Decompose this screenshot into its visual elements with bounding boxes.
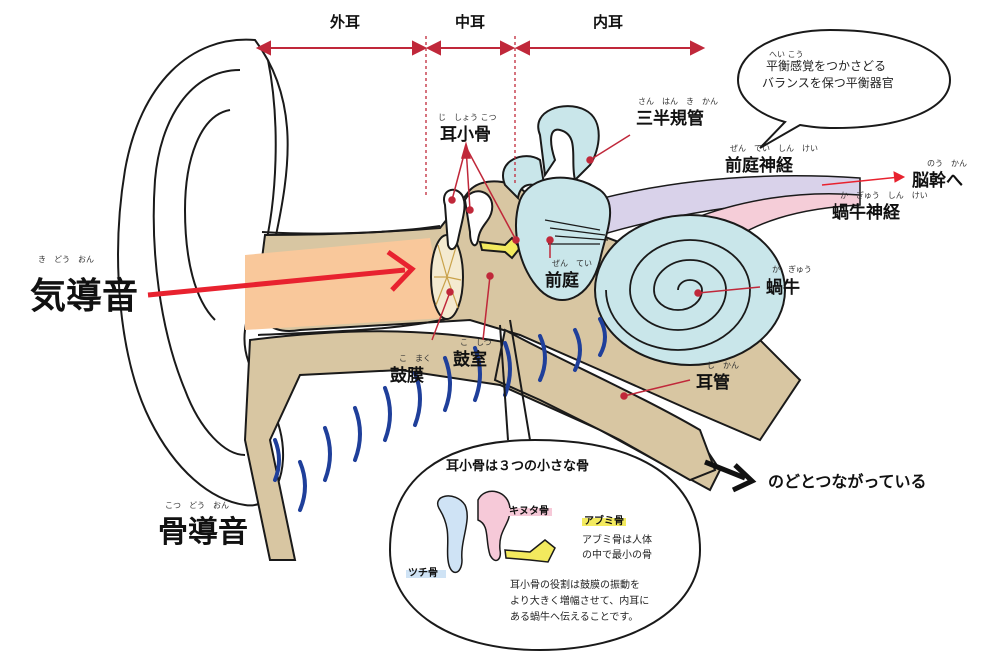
ossicles-in-ear (443, 188, 522, 260)
cochlear-nerve-ruby: か ぎゅう しん けい (840, 190, 928, 200)
speech-bubble (736, 28, 952, 149)
inner-ear (502, 105, 786, 366)
ossicles-inset (388, 319, 702, 652)
eardrum (430, 234, 464, 320)
eustachian-ruby: じ かん (707, 361, 739, 370)
vestibular-nerve-label: 前庭神経 (725, 155, 794, 176)
inset-stirrup-label: アブミ骨 (584, 514, 624, 527)
throat-arrow (704, 459, 757, 493)
ear-canal (245, 238, 445, 330)
brainstem-label: 脳幹へ (912, 170, 963, 191)
nerve-fibers (544, 219, 609, 245)
label-outer-ear: 外耳 (329, 13, 360, 31)
section-dividers (425, 36, 516, 195)
ossicles-ruby: じ しょう こつ (438, 113, 497, 122)
inset-stirrup-note-1: アブミ骨は人体 (582, 533, 652, 546)
inset-role-3: ある蝸牛へ伝えることです。 (510, 610, 638, 623)
bubble-line-1: 平衡感覚をつかさどる (766, 58, 886, 73)
eardrum-label: 鼓膜 (390, 365, 424, 386)
air-conduction-label: 気導音 (30, 276, 138, 317)
vestibule-ruby: ぜん てい (552, 259, 592, 268)
brainstem-arrow (821, 171, 906, 186)
inset-role-2: より大きく増幅させて、内耳に (510, 594, 649, 607)
semicircular-ruby: さん はん き かん (638, 97, 718, 106)
brainstem-ruby: のう かん (927, 159, 967, 168)
inset-title: 耳小骨は３つの小さな骨 (446, 459, 589, 474)
eustachian-label: 耳管 (696, 372, 730, 393)
vestibular-nerve-ruby: ぜん てい しん けい (730, 144, 818, 153)
throat-label: のどとつながっている (768, 472, 927, 491)
vestibule-label: 前庭 (545, 270, 579, 291)
tympanic-label: 鼓室 (453, 349, 487, 370)
tympanic-ruby: こ しつ (460, 338, 492, 347)
label-middle-ear: 中耳 (455, 13, 485, 31)
bone-conduction-waves (273, 317, 607, 512)
eardrum-ruby: こ まく (399, 354, 431, 363)
inset-hammer-label: ツチ骨 (408, 567, 438, 579)
cochlear-nerve-label: 蝸牛神経 (832, 202, 901, 223)
section-arrows (255, 40, 706, 56)
air-conduction-arrow (147, 249, 416, 298)
inset-stirrup-note-2: の中で最小の骨 (582, 548, 652, 561)
inset-anvil-label: キヌタ骨 (509, 505, 549, 517)
label-inner-ear: 内耳 (593, 13, 623, 31)
bubble-ruby: へい こう (769, 50, 804, 59)
bone-conduction-label: 骨導音 (158, 515, 248, 550)
leader-lines (431, 134, 761, 400)
ossicles-label: 耳小骨 (440, 125, 491, 145)
bone-conduction-ruby: こつ どう おん (165, 501, 229, 510)
bubble-line-2: バランスを保つ平衡器官 (762, 75, 894, 90)
semicircular-label: 三半規管 (636, 108, 704, 129)
cochlea-ruby: か ぎゅう (772, 264, 812, 274)
cochlea-label: 蝸牛 (766, 277, 800, 298)
air-conduction-ruby: き どう おん (38, 255, 94, 264)
inset-role-1: 耳小骨の役割は鼓膜の振動を (510, 578, 640, 591)
